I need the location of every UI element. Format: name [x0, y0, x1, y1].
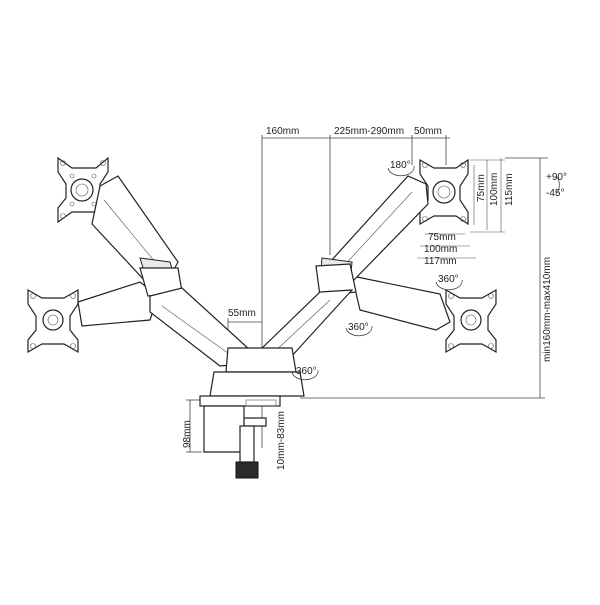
clamp-body [203, 405, 245, 453]
right-arm-lower-ghost [351, 275, 451, 331]
rotate-arrow-360-base [291, 369, 319, 381]
rotate-arrow-360-elbow [345, 325, 373, 337]
rotate-arrow-180 [387, 165, 415, 177]
clamp-screw [239, 425, 255, 463]
rotate-arrow-360-head [435, 279, 463, 291]
rotation-markers [291, 165, 560, 381]
label-arm-lower: 160mm [266, 126, 299, 137]
label-center-gap: 55mm [228, 308, 256, 319]
vesa-plate-right-lower [445, 288, 497, 354]
clamp-jaw [243, 417, 267, 427]
label-rotate-180: 180° [390, 160, 411, 171]
tilt-arrow [555, 175, 560, 195]
label-rotate-360-elbow: 360° [348, 322, 369, 333]
label-rotate-360-head: 360° [438, 274, 459, 285]
label-plate-117: 117mm [424, 256, 457, 267]
label-height-range: min160mm-max410mm [542, 257, 553, 362]
desk-plate [199, 395, 281, 407]
base-collar [209, 371, 305, 397]
vesa-plate-left-lower [27, 288, 79, 354]
right-arm-assembly [257, 175, 451, 365]
label-arm-head: 50mm [414, 126, 442, 137]
label-rotate-360-base: 360° [296, 366, 317, 377]
clamp-knob [235, 461, 259, 479]
label-vesa-75-h: 75mm [428, 232, 456, 243]
label-vesa-75-v: 75mm [476, 174, 487, 202]
label-vesa-100-v: 100mm [489, 173, 500, 206]
rotation-labels: 180° 360° 360° 360° +90° -45° [296, 160, 567, 377]
label-vesa-100-h: 100mm [424, 244, 457, 255]
label-tilt-down: -45° [546, 188, 564, 199]
label-plate-115: 115mm [504, 173, 515, 206]
pole-top [225, 347, 297, 373]
dimension-labels: 160mm 225mm-290mm 50mm 55mm 75mm 100mm 1… [182, 126, 553, 470]
vesa-plate-right-upper [419, 158, 469, 226]
dimension-lines [186, 135, 548, 453]
left-arm-assembly [77, 175, 251, 367]
base-assembly [199, 347, 305, 479]
label-tilt-up: +90° [546, 172, 567, 183]
label-arm-upper: 225mm-290mm [334, 126, 404, 137]
label-clamp-range: 10mm-83mm [276, 411, 287, 470]
label-clamp-height: 98mm [182, 420, 193, 448]
right-elbow [315, 263, 357, 297]
